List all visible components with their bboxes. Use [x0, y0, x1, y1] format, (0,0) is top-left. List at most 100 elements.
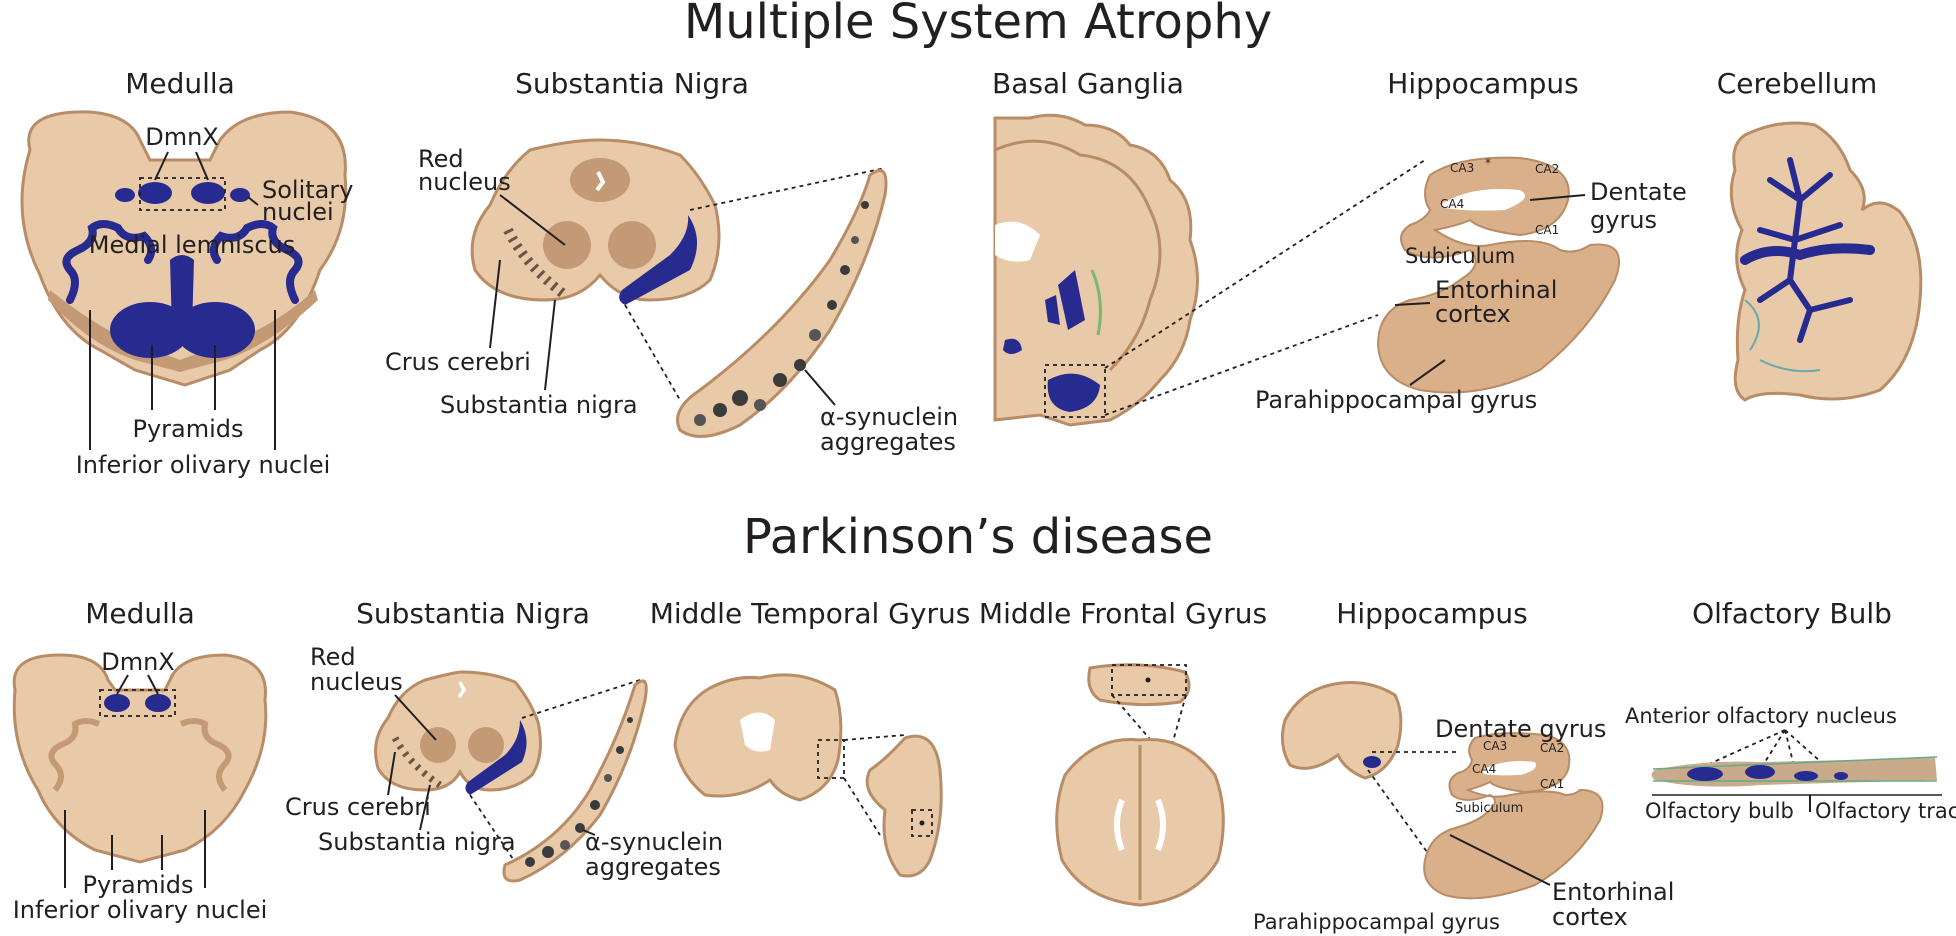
pd-red-lead — [394, 694, 437, 741]
pd-hippo-pathology — [1363, 756, 1381, 768]
pd-mtg-ventricle — [740, 712, 775, 752]
pd-red-nucleus-right — [468, 727, 504, 763]
pd-mfg-zoom-lines — [1111, 694, 1187, 746]
pd-asyn-label-2: aggregates — [585, 853, 721, 881]
msa-medial-lemniscus-label: Medial lemniscus — [89, 231, 295, 259]
msa-sn-zoom — [676, 169, 888, 438]
pd-aqueduct — [457, 681, 467, 699]
msa-pyramids-label: Pyramids — [132, 415, 243, 443]
msa-solitary-label-1: Solitary — [262, 176, 353, 204]
msa-ca3: CA3 — [1450, 161, 1474, 175]
msa-cerebellum-panel: Cerebellum — [1717, 67, 1923, 402]
pd-aggregate — [542, 846, 554, 858]
msa-olive-right — [209, 220, 303, 304]
msa-dentate-label-1: Dentate — [1590, 178, 1687, 206]
pd-red-nucleus-left — [420, 727, 456, 763]
pd-pyramids-label: Pyramids — [82, 871, 193, 899]
msa-ento-label-2: cortex — [1435, 300, 1511, 328]
msa-subiculum: Subiculum — [1405, 244, 1515, 268]
msa-aggregate — [809, 329, 821, 341]
msa-ca2: CA2 — [1535, 162, 1559, 176]
pd-mfg-ventricles — [1114, 798, 1166, 852]
msa-dmnx-box — [139, 177, 226, 211]
pd-hippo-zoom-lines — [1367, 751, 1460, 871]
msa-aggregate — [694, 414, 706, 426]
pd-mfg-lesion — [1145, 677, 1151, 683]
msa-parahippo-lead — [1409, 359, 1446, 386]
pd-hippo-coronal — [1280, 681, 1403, 780]
msa-ventricle — [995, 221, 1040, 262]
msa-crus-label: Crus cerebri — [385, 348, 531, 376]
pd-mtg-zoom — [865, 734, 943, 878]
msa-cortex-folds — [994, 139, 1162, 372]
msa-hippo-title: Hippocampus — [1387, 67, 1578, 100]
msa-asyn-label-2: aggregates — [820, 428, 956, 456]
msa-hippo-formation — [1376, 156, 1620, 394]
pd-sn-lead — [419, 784, 431, 831]
pd-sn-title: Substantia Nigra — [356, 597, 590, 630]
msa-dentate-gap — [1440, 189, 1525, 211]
msa-sn-label: Substantia nigra — [440, 391, 638, 419]
pd-ca3: CA3 — [1483, 739, 1507, 753]
msa-aqueduct — [595, 171, 606, 192]
pd-ento-label-1: Entorhinal — [1552, 878, 1674, 906]
pd-sn-label: Substantia nigra — [318, 828, 516, 856]
pd-dmnx-box — [99, 689, 176, 717]
msa-asyn-label-1: α-synuclein — [820, 403, 958, 431]
msa-pyramid-right — [175, 302, 255, 358]
msa-red-nucleus-right — [608, 221, 656, 269]
pd-aggregate — [575, 823, 585, 833]
msa-inferior-olivary-label: Inferior olivary nuclei — [76, 451, 331, 479]
pd-sn-panel: Substantia Nigra Red nucleus Crus cerebr… — [285, 597, 723, 883]
msa-title: Multiple System Atrophy — [684, 0, 1272, 50]
pd-medulla-title: Medulla — [85, 597, 195, 630]
msa-medulla-rim — [48, 290, 318, 372]
pd-mfg-zoom-box — [1111, 664, 1187, 696]
msa-bg-extra — [1003, 338, 1022, 354]
msa-bg-panel: Basal Ganglia — [992, 67, 1199, 427]
pd-olfactory-panel: Olfactory Bulb Anterior olfactory nucleu… — [1625, 597, 1956, 823]
pd-subiculum: Subiculum — [1455, 801, 1523, 816]
pd-aon-label: Anterior olfactory nucleus — [1625, 704, 1897, 728]
msa-red-label-1: Red — [418, 145, 464, 173]
pd-mtg-title: Middle Temporal Gyrus — [650, 597, 971, 630]
pd-dmnx-right — [145, 694, 171, 712]
pd-red-label-1: Red — [310, 643, 356, 671]
msa-dmnx-leads — [154, 151, 209, 181]
pd-aon-3 — [1794, 771, 1818, 781]
msa-aggregate — [713, 403, 727, 417]
pd-dmnx-leads — [116, 674, 159, 695]
pd-tract-label: Olfactory tract — [1815, 799, 1956, 823]
pd-mtg-zoom-lines — [843, 734, 906, 836]
msa-cerebellum-section — [1729, 121, 1923, 402]
pd-ento-lead — [1449, 834, 1551, 886]
pd-asyn-label-1: α-synuclein — [585, 828, 723, 856]
pd-dentate-label: Dentate gyrus — [1435, 715, 1606, 743]
msa-solitary-right — [230, 188, 250, 202]
msa-solitary-lead — [247, 196, 259, 206]
msa-red-nucleus-left — [543, 221, 591, 269]
pd-sn-zoom — [502, 679, 648, 883]
msa-sn-panel: Substantia Nigra Red nucleus Crus cerebr… — [385, 67, 958, 456]
msa-aggregate — [861, 201, 869, 209]
pd-title: Parkinson’s disease — [743, 509, 1213, 565]
pd-mtg-lesion — [919, 820, 925, 826]
msa-red-label-2: nucleus — [418, 168, 511, 196]
pd-crus-label: Crus cerebri — [285, 793, 431, 821]
msa-sn-pathology — [619, 215, 698, 305]
pd-aggregate — [525, 857, 535, 867]
msa-dmnx-left — [138, 182, 172, 204]
msa-midbrain-section — [470, 138, 721, 302]
pd-olfactory-title: Olfactory Bulb — [1692, 597, 1892, 630]
msa-cerebellum-peduncle — [1740, 243, 1875, 265]
msa-dentate-lead — [1529, 194, 1586, 201]
pd-aon-4 — [1834, 772, 1848, 780]
msa-crus-lead — [489, 259, 501, 349]
msa-pallidum — [1045, 295, 1060, 325]
msa-aggregate — [827, 300, 837, 310]
msa-cerebellum-white-matter — [1757, 157, 1853, 343]
msa-coronal-hemisphere — [993, 113, 1199, 427]
pd-mtg-zoom-box — [911, 809, 933, 837]
msa-parahippo-label: Parahippocampal gyrus — [1255, 386, 1537, 414]
msa-sn-lead — [544, 299, 556, 391]
